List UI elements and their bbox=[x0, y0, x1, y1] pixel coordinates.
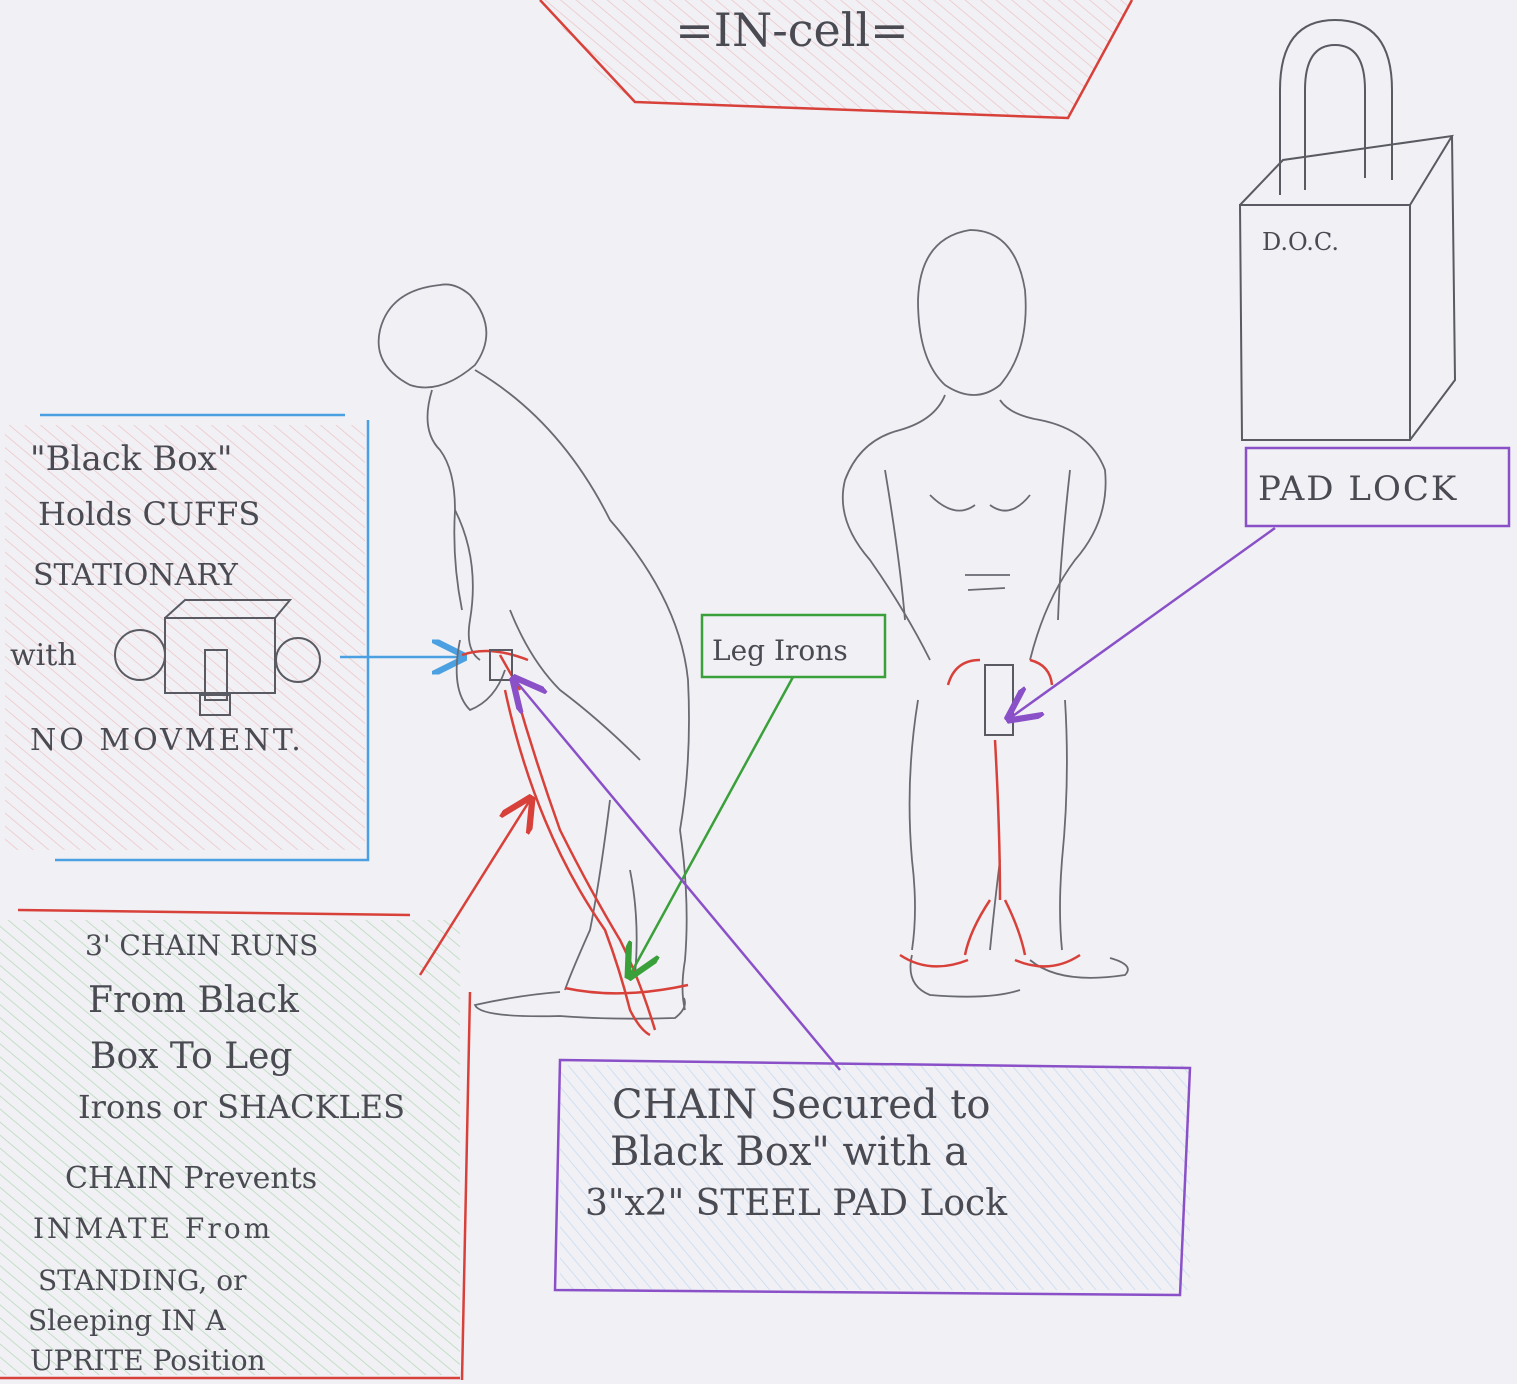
black-box-label-line3: STATIONARY bbox=[33, 558, 239, 593]
front-figure-black-box bbox=[985, 665, 1013, 735]
leg-irons-text: Leg Irons bbox=[712, 634, 848, 667]
chain-secured-line1: CHAIN Secured to bbox=[612, 1082, 990, 1128]
black-box-label-line4: with bbox=[10, 638, 77, 673]
bent-figure-restraints bbox=[462, 651, 688, 1035]
chain-secured-line2: Black Box" with a bbox=[610, 1129, 968, 1175]
black-box-label-line1: "Black Box" bbox=[30, 439, 233, 479]
title-banner: =IN-cell= bbox=[540, 0, 1132, 118]
chain-runs-line6: INMATE From bbox=[33, 1212, 273, 1245]
page-title: =IN-cell= bbox=[675, 3, 908, 57]
black-box-label-line2: Holds CUFFS bbox=[38, 495, 260, 533]
pad-lock-label: PAD LOCK bbox=[1246, 448, 1509, 526]
chain-runs-line9: UPRITE Position bbox=[30, 1344, 266, 1377]
chain-runs-arrow bbox=[420, 800, 530, 975]
chain-runs-line1: 3' CHAIN RUNS bbox=[85, 929, 318, 962]
chain-secured-label: CHAIN Secured to Black Box" with a 3"x2"… bbox=[555, 1060, 1190, 1295]
chain-runs-line4: Irons or SHACKLES bbox=[78, 1088, 405, 1126]
front-figure bbox=[843, 230, 1128, 997]
pad-lock-arrow bbox=[1010, 528, 1275, 718]
front-figure-restraints bbox=[900, 660, 1080, 966]
chain-runs-line7: STANDING, or bbox=[38, 1264, 247, 1297]
chain-secured-arrow bbox=[515, 680, 840, 1070]
chain-runs-line5: CHAIN Prevents bbox=[65, 1161, 317, 1196]
chain-runs-line3: Box To Leg bbox=[90, 1036, 292, 1077]
pad-lock-text: PAD LOCK bbox=[1258, 469, 1458, 509]
doc-stamp: D.O.C. bbox=[1262, 228, 1339, 256]
chain-runs-line2: From Black bbox=[88, 980, 300, 1021]
leg-irons-label: Leg Irons bbox=[702, 615, 885, 677]
chain-runs-legend: 3' CHAIN RUNS From Black Box To Leg Iron… bbox=[0, 910, 470, 1380]
black-box-legend: "Black Box" Holds CUFFS STATIONARY with … bbox=[5, 415, 368, 860]
bent-figure bbox=[379, 284, 689, 1018]
leg-irons-arrow bbox=[630, 677, 793, 975]
chain-secured-line3: 3"x2" STEEL PAD Lock bbox=[585, 1183, 1008, 1224]
svg-text:"Black Box": "Black Box" bbox=[30, 439, 233, 479]
black-box-label-line5: NO MOVMENT. bbox=[30, 723, 304, 758]
chain-runs-line8: Sleeping IN A bbox=[28, 1304, 226, 1337]
